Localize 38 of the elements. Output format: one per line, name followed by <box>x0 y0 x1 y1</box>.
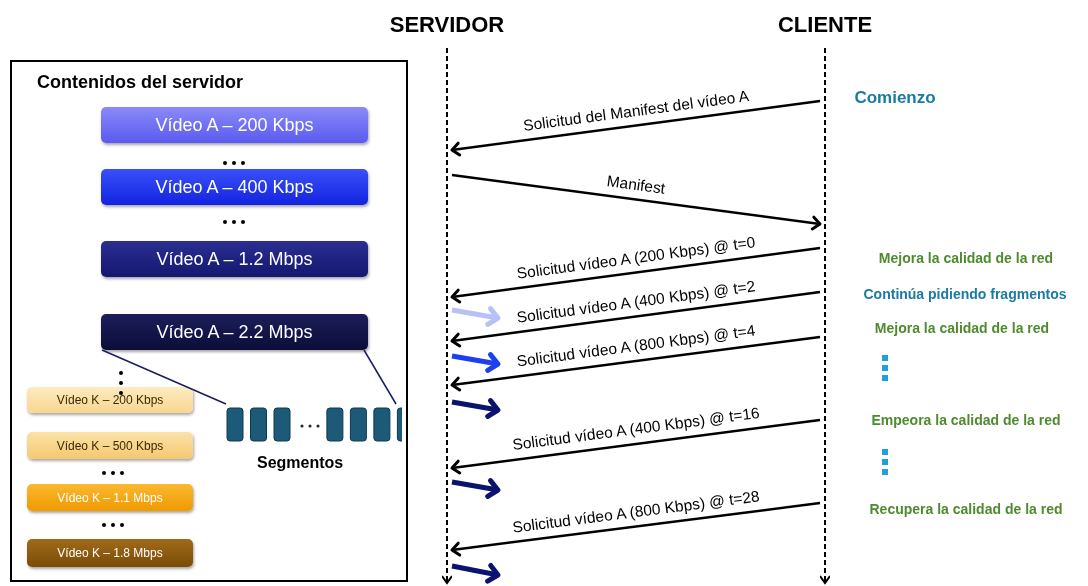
note-text: Continúa pidiendo fragmentos <box>863 286 1067 302</box>
video-box: Vídeo A – 1.2 Mbps <box>101 241 368 277</box>
video-box: Vídeo A – 2.2 Mbps <box>101 314 368 350</box>
arrow <box>450 290 821 348</box>
video-box: Vídeo K – 1.1 Mbps <box>27 484 193 511</box>
arrow <box>450 501 821 557</box>
edge-label: Solicitud del Manifest del vídeo A <box>522 86 750 135</box>
edge-label: Solicitud vídeo A (400 Kbps) @ t=16 <box>511 404 761 454</box>
arrow <box>450 418 821 475</box>
edge-label: Solicitud vídeo A (800 Kbps) @ t=28 <box>511 486 761 537</box>
panel-heading: Contenidos del servidor <box>37 72 244 93</box>
note-text: Mejora la calidad de la red <box>878 250 1054 266</box>
video-box: Vídeo A – 200 Kbps <box>101 107 368 143</box>
video-box: Vídeo K – 500 Kbps <box>27 432 193 459</box>
video-box: Vídeo A – 400 Kbps <box>101 169 368 205</box>
note-text: Recupera la calidad de la red <box>869 501 1063 517</box>
connector-line <box>101 349 227 405</box>
arrow <box>450 335 821 392</box>
arrow <box>451 173 822 231</box>
video-box: Vídeo K – 1.8 Mbps <box>27 539 193 567</box>
arrow <box>451 352 501 373</box>
participant-label: CLIENTE <box>777 12 873 38</box>
video-box: Vídeo K – 200 Kbps <box>27 387 193 413</box>
segments-label: Segmentos <box>257 454 344 472</box>
note-text: Mejora la calidad de la red <box>874 320 1050 336</box>
arrow <box>451 562 501 584</box>
arrow <box>451 478 501 499</box>
arrow <box>450 99 821 157</box>
arrow <box>451 398 501 419</box>
edge-label: Manifest <box>605 171 667 198</box>
participant-label: SERVIDOR <box>389 12 505 38</box>
note-text: Comienzo <box>854 88 936 108</box>
edge-label: Solicitud vídeo A (200 Kbps) @ t=0 <box>515 232 757 282</box>
arrow <box>450 246 821 304</box>
note-text: Empeora la calidad de la red <box>871 412 1061 428</box>
arrow <box>451 306 501 327</box>
connector-line <box>363 349 397 405</box>
content-panel <box>10 60 408 582</box>
